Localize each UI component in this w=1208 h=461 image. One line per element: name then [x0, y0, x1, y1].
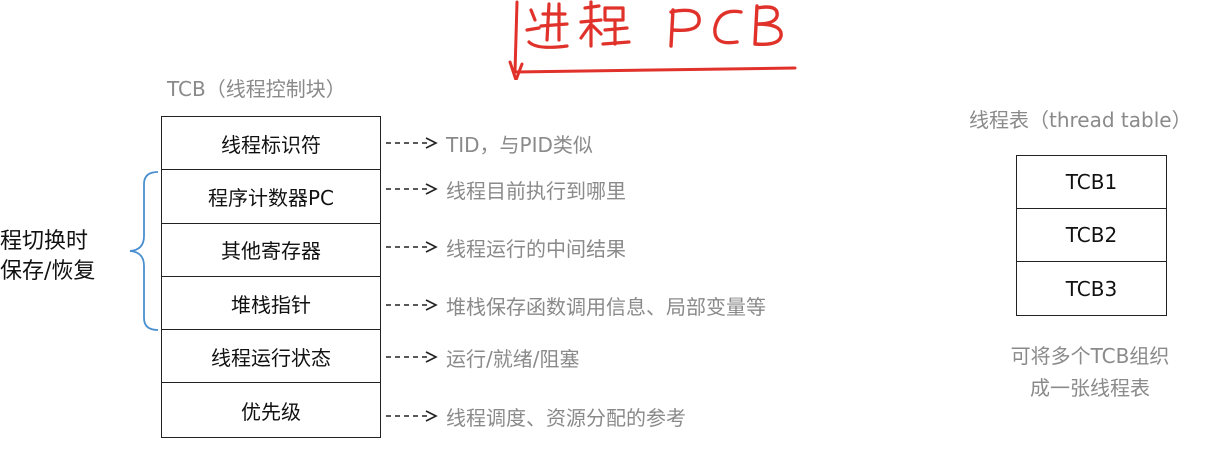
desc-row-program-counter: 线程目前执行到哪里 [386, 174, 626, 204]
thread-table: TCB1 TCB2 TCB3 [1016, 155, 1167, 316]
desc-row-stack-pointer: 堆栈保存函数调用信息、局部变量等 [386, 290, 766, 320]
desc-program-counter: 线程目前执行到哪里 [446, 178, 626, 203]
desc-priority: 线程调度、资源分配的参考 [446, 405, 686, 430]
dashed-arrow-icon [386, 241, 438, 253]
desc-row-thread-state: 运行/就绪/阻塞 [386, 342, 579, 372]
thread-table-row: TCB2 [1017, 209, 1166, 262]
desc-other-registers: 线程运行的中间结果 [446, 236, 626, 261]
thread-table-row: TCB3 [1065, 276, 1118, 301]
desc-row-priority: 线程调度、资源分配的参考 [386, 401, 686, 431]
thread-table-row: TCB1 [1017, 156, 1166, 209]
tcb-field-program-counter: 程序计数器PC [162, 170, 380, 224]
tcb-table: 线程标识符 程序计数器PC 其他寄存器 堆栈指针 线程运行状态 优先级 [161, 116, 381, 438]
tcb-field-thread-id: 线程标识符 [162, 117, 380, 171]
tcb-field-thread-state: 线程运行状态 [162, 330, 380, 384]
dashed-arrow-icon [386, 183, 438, 195]
desc-thread-state: 运行/就绪/阻塞 [446, 346, 580, 371]
tcb-field-other-registers: 其他寄存器 [162, 224, 380, 277]
dashed-arrow-icon [386, 137, 438, 149]
thread-table-heading: 线程表（thread table） [969, 108, 1192, 132]
dashed-arrow-icon [386, 299, 438, 311]
desc-row-other-registers: 线程运行的中间结果 [386, 232, 626, 262]
desc-stack-pointer: 堆栈保存函数调用信息、局部变量等 [446, 294, 766, 319]
tcb-field-stack-pointer: 堆栈指针 [162, 277, 380, 331]
tcb-heading: TCB（线程控制块） [167, 77, 346, 101]
tcb-field-priority: 优先级 [241, 399, 301, 424]
side-note-line2: 需保存/恢复 [0, 259, 96, 284]
dashed-arrow-icon [386, 410, 438, 422]
thread-table-caption-line2: 成一张线程表 [1030, 376, 1150, 400]
handwriting-strokes [508, 0, 797, 80]
dashed-arrow-icon [386, 351, 438, 363]
handwritten-title-drawing [508, 0, 797, 80]
curly-brace-icon [129, 171, 159, 331]
side-note-line1: 线程切换时 [0, 229, 89, 254]
thread-table-caption-line1: 可将多个TCB组织 [1010, 344, 1170, 368]
desc-thread-id: TID，与PID类似 [446, 132, 593, 157]
desc-row-thread-id: TID，与PID类似 [386, 128, 593, 158]
